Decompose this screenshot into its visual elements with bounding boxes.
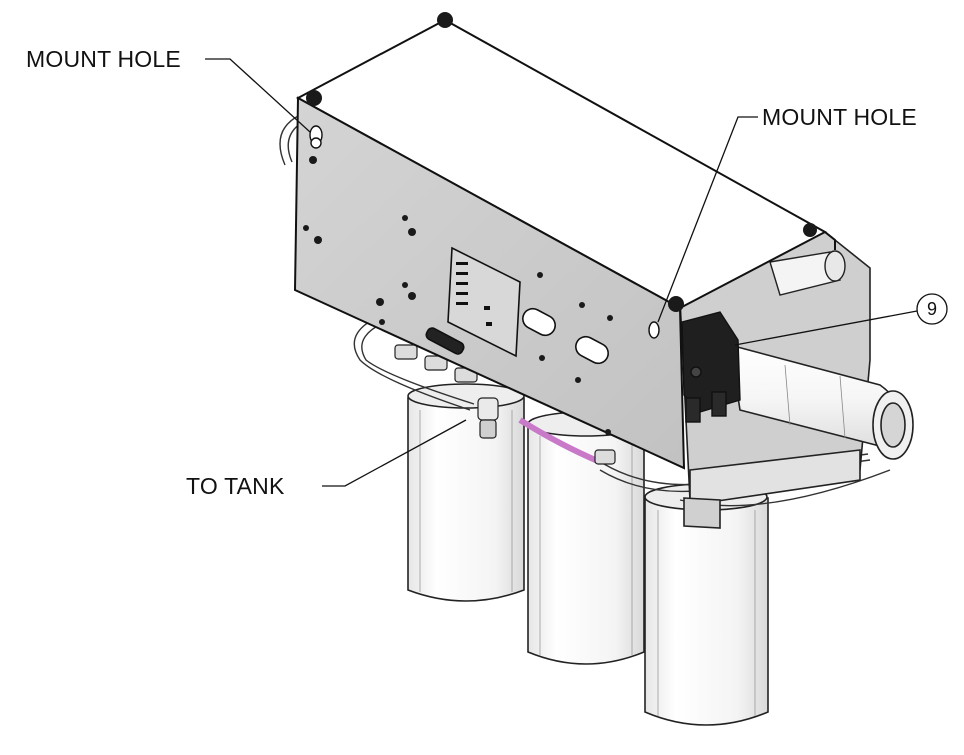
label-plate: [447, 246, 521, 358]
filter-housing-2: [527, 411, 645, 665]
filter-housing-1: [407, 383, 525, 602]
mount-hole-left-shape: [309, 125, 323, 149]
top-cartridge: [769, 250, 846, 296]
plate-details: [303, 156, 613, 435]
plate-slots: [425, 307, 609, 365]
callout-to-tank: TO TANK: [186, 473, 285, 499]
corner-feet: [306, 12, 817, 312]
callout-mount-hole-right: MOUNT HOLE: [762, 104, 917, 130]
item-balloon-number: 9: [927, 299, 937, 319]
manifold-block: [681, 311, 741, 423]
membrane-housing: [729, 343, 914, 460]
callout-mount-hole-left: MOUNT HOLE: [26, 46, 181, 72]
item-balloon: 9: [916, 293, 948, 325]
mount-hole-right-shape: [648, 321, 660, 339]
pink-tube: [518, 417, 602, 465]
leader-lines: [205, 58, 918, 487]
